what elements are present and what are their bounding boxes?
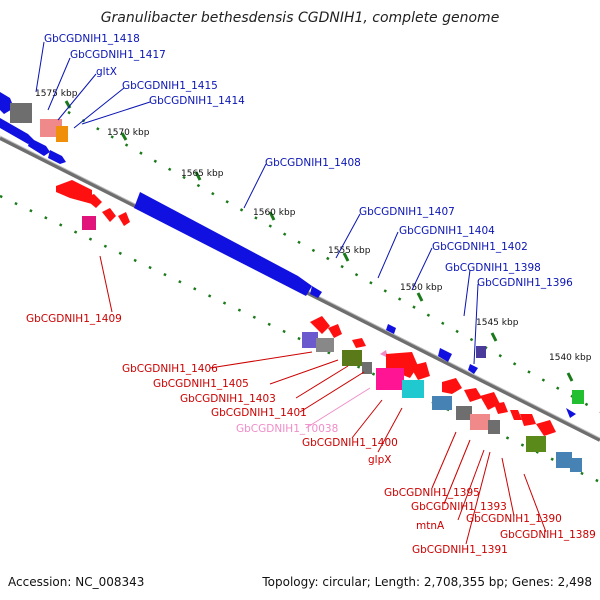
tick-labels: 1575 kbp 1570 kbp 1565 kbp 1560 kbp 1555… [35, 89, 592, 363]
gene-feature [468, 364, 478, 374]
gene-feature [56, 126, 68, 142]
gene-label: GbCGDNIH1_1404 [399, 225, 495, 237]
gene-feature [566, 408, 576, 418]
reverse-strand-features [56, 180, 582, 472]
gene-feature [470, 414, 490, 430]
outer-tick-guide [0, 110, 600, 484]
tick-label: 1565 kbp [181, 169, 224, 179]
gene-feature [310, 286, 322, 298]
gene-feature [328, 324, 342, 338]
gene-feature [28, 138, 50, 156]
gene-label: GbCGDNIH1_1402 [432, 241, 528, 253]
gene-label: GbCGDNIH1_1408 [265, 157, 361, 169]
gene-feature [438, 348, 452, 362]
gene-feature [520, 414, 536, 426]
gene-feature [376, 368, 404, 390]
gene-feature [410, 362, 430, 380]
tick-label: 1550 kbp [400, 283, 443, 293]
tick-label: 1555 kbp [328, 246, 371, 256]
gene-label: GbCGDNIH1_1398 [445, 262, 541, 274]
gene-feature [118, 212, 130, 226]
forward-strand-features [0, 92, 584, 418]
gene-feature [402, 380, 424, 398]
gene-feature [56, 180, 92, 204]
gene-label: gltX [96, 66, 117, 78]
gene-label: GbCGDNIH1_1390 [466, 513, 562, 525]
gene-label: GbCGDNIH1_1409 [26, 313, 122, 325]
gene-feature [432, 396, 452, 410]
gene-label: GbCGDNIH1_1414 [149, 95, 245, 107]
gene-feature [456, 406, 472, 420]
gene-label: GbCGDNIH1_1395 [384, 487, 480, 499]
gene-feature [386, 324, 396, 334]
tick-label: 1540 kbp [549, 353, 592, 363]
gene-feature [488, 420, 500, 434]
gene-feature [556, 452, 572, 468]
trna-label: GbCGDNIH1_T0038 [236, 423, 338, 435]
gene-label: GbCGDNIH1_1417 [70, 49, 166, 61]
forward-leader-lines [35, 41, 479, 365]
tick-label: 1545 kbp [476, 318, 519, 328]
reverse-labels: GbCGDNIH1_1409 GbCGDNIH1_1406 GbCGDNIH1_… [26, 313, 596, 556]
gene-feature [82, 216, 96, 230]
gene-label: GbCGDNIH1_1418 [44, 33, 140, 45]
gene-feature [570, 458, 582, 472]
forward-labels: GbCGDNIH1_1418 GbCGDNIH1_1417 gltX GbCGD… [44, 33, 573, 289]
gene-feature [302, 332, 318, 348]
gene-feature [84, 194, 102, 208]
gene-feature [0, 118, 34, 144]
tick-label: 1570 kbp [107, 128, 150, 138]
gene-label: GbCGDNIH1_1400 [302, 437, 398, 449]
gene-label: GbCGDNIH1_1415 [122, 80, 218, 92]
map-title: Granulibacter bethesdensis CGDNIH1, comp… [101, 10, 500, 26]
gene-label: GbCGDNIH1_1406 [122, 363, 218, 375]
gene-feature [316, 338, 334, 352]
gene-feature [10, 103, 32, 123]
accession-text: Accession: NC_008343 [8, 575, 144, 589]
gene-feature [442, 378, 462, 394]
gene-label: GbCGDNIH1_1401 [211, 407, 307, 419]
gene-feature [526, 436, 546, 452]
gene-label: GbCGDNIH1_1407 [359, 206, 455, 218]
gene-label: mtnA [416, 520, 445, 532]
gene-feature [464, 388, 482, 402]
gene-label: glpX [368, 454, 391, 466]
gene-label: GbCGDNIH1_1403 [180, 393, 276, 405]
gene-feature [510, 410, 522, 420]
gene-label: GbCGDNIH1_1393 [411, 501, 507, 513]
gene-label: GbCGDNIH1_1405 [153, 378, 249, 390]
gene-feature [386, 352, 418, 378]
genome-summary-text: Topology: circular; Length: 2,708,355 bp… [261, 575, 592, 589]
gene-feature [494, 402, 508, 414]
gene-label: GbCGDNIH1_1396 [477, 277, 573, 289]
gene-feature [342, 350, 362, 366]
gene-feature [476, 346, 486, 358]
gene-feature [102, 208, 116, 222]
tick-label: 1560 kbp [253, 208, 296, 218]
trna-leader-line [305, 387, 371, 429]
gene-feature [310, 316, 330, 334]
tick-label: 1575 kbp [35, 89, 78, 99]
gene-feature [572, 390, 584, 404]
gene-label: GbCGDNIH1_1389 [500, 529, 596, 541]
gene-feature [48, 150, 66, 164]
gene-label: GbCGDNIH1_1391 [412, 544, 508, 556]
gene-feature [362, 362, 372, 374]
gene-feature-large [134, 192, 312, 296]
reverse-leader-lines [99, 255, 547, 545]
gene-feature [352, 338, 366, 348]
gene-feature [536, 420, 556, 436]
